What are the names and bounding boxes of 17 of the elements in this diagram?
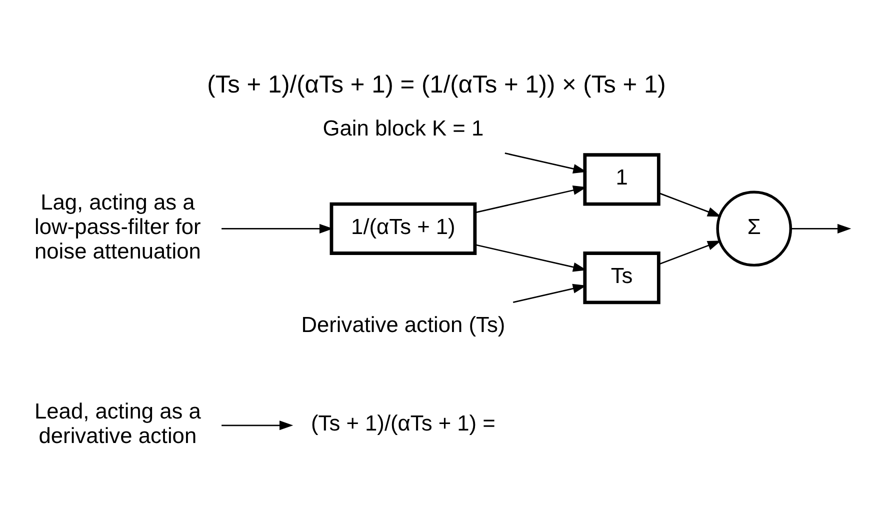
node-text: Lead, acting as a derivative action (34, 398, 201, 448)
node-text: (Ts + 1)/(αTs + 1) = (311, 410, 496, 436)
arrow (504, 152, 587, 174)
arrow (222, 420, 294, 430)
node-text: Lag, acting as a low-pass-filter for noise attenuation (34, 189, 201, 264)
arrow (658, 192, 722, 217)
arrow (475, 186, 587, 214)
arrow (658, 240, 722, 265)
node-box: Ts (583, 252, 660, 304)
node-box: 1 (583, 153, 660, 206)
node-text: Derivative action (Ts) (301, 312, 506, 338)
arrow (475, 244, 587, 272)
arrow (791, 224, 852, 234)
node-box: 1/(αTs + 1) (330, 202, 477, 255)
node-text: Gain block K = 1 (322, 115, 484, 140)
node-circle: Σ (716, 190, 792, 267)
diagram-title: (Ts + 1)/(αTs + 1) = (1/(αTs + 1)) × (Ts + 1) (207, 72, 666, 99)
